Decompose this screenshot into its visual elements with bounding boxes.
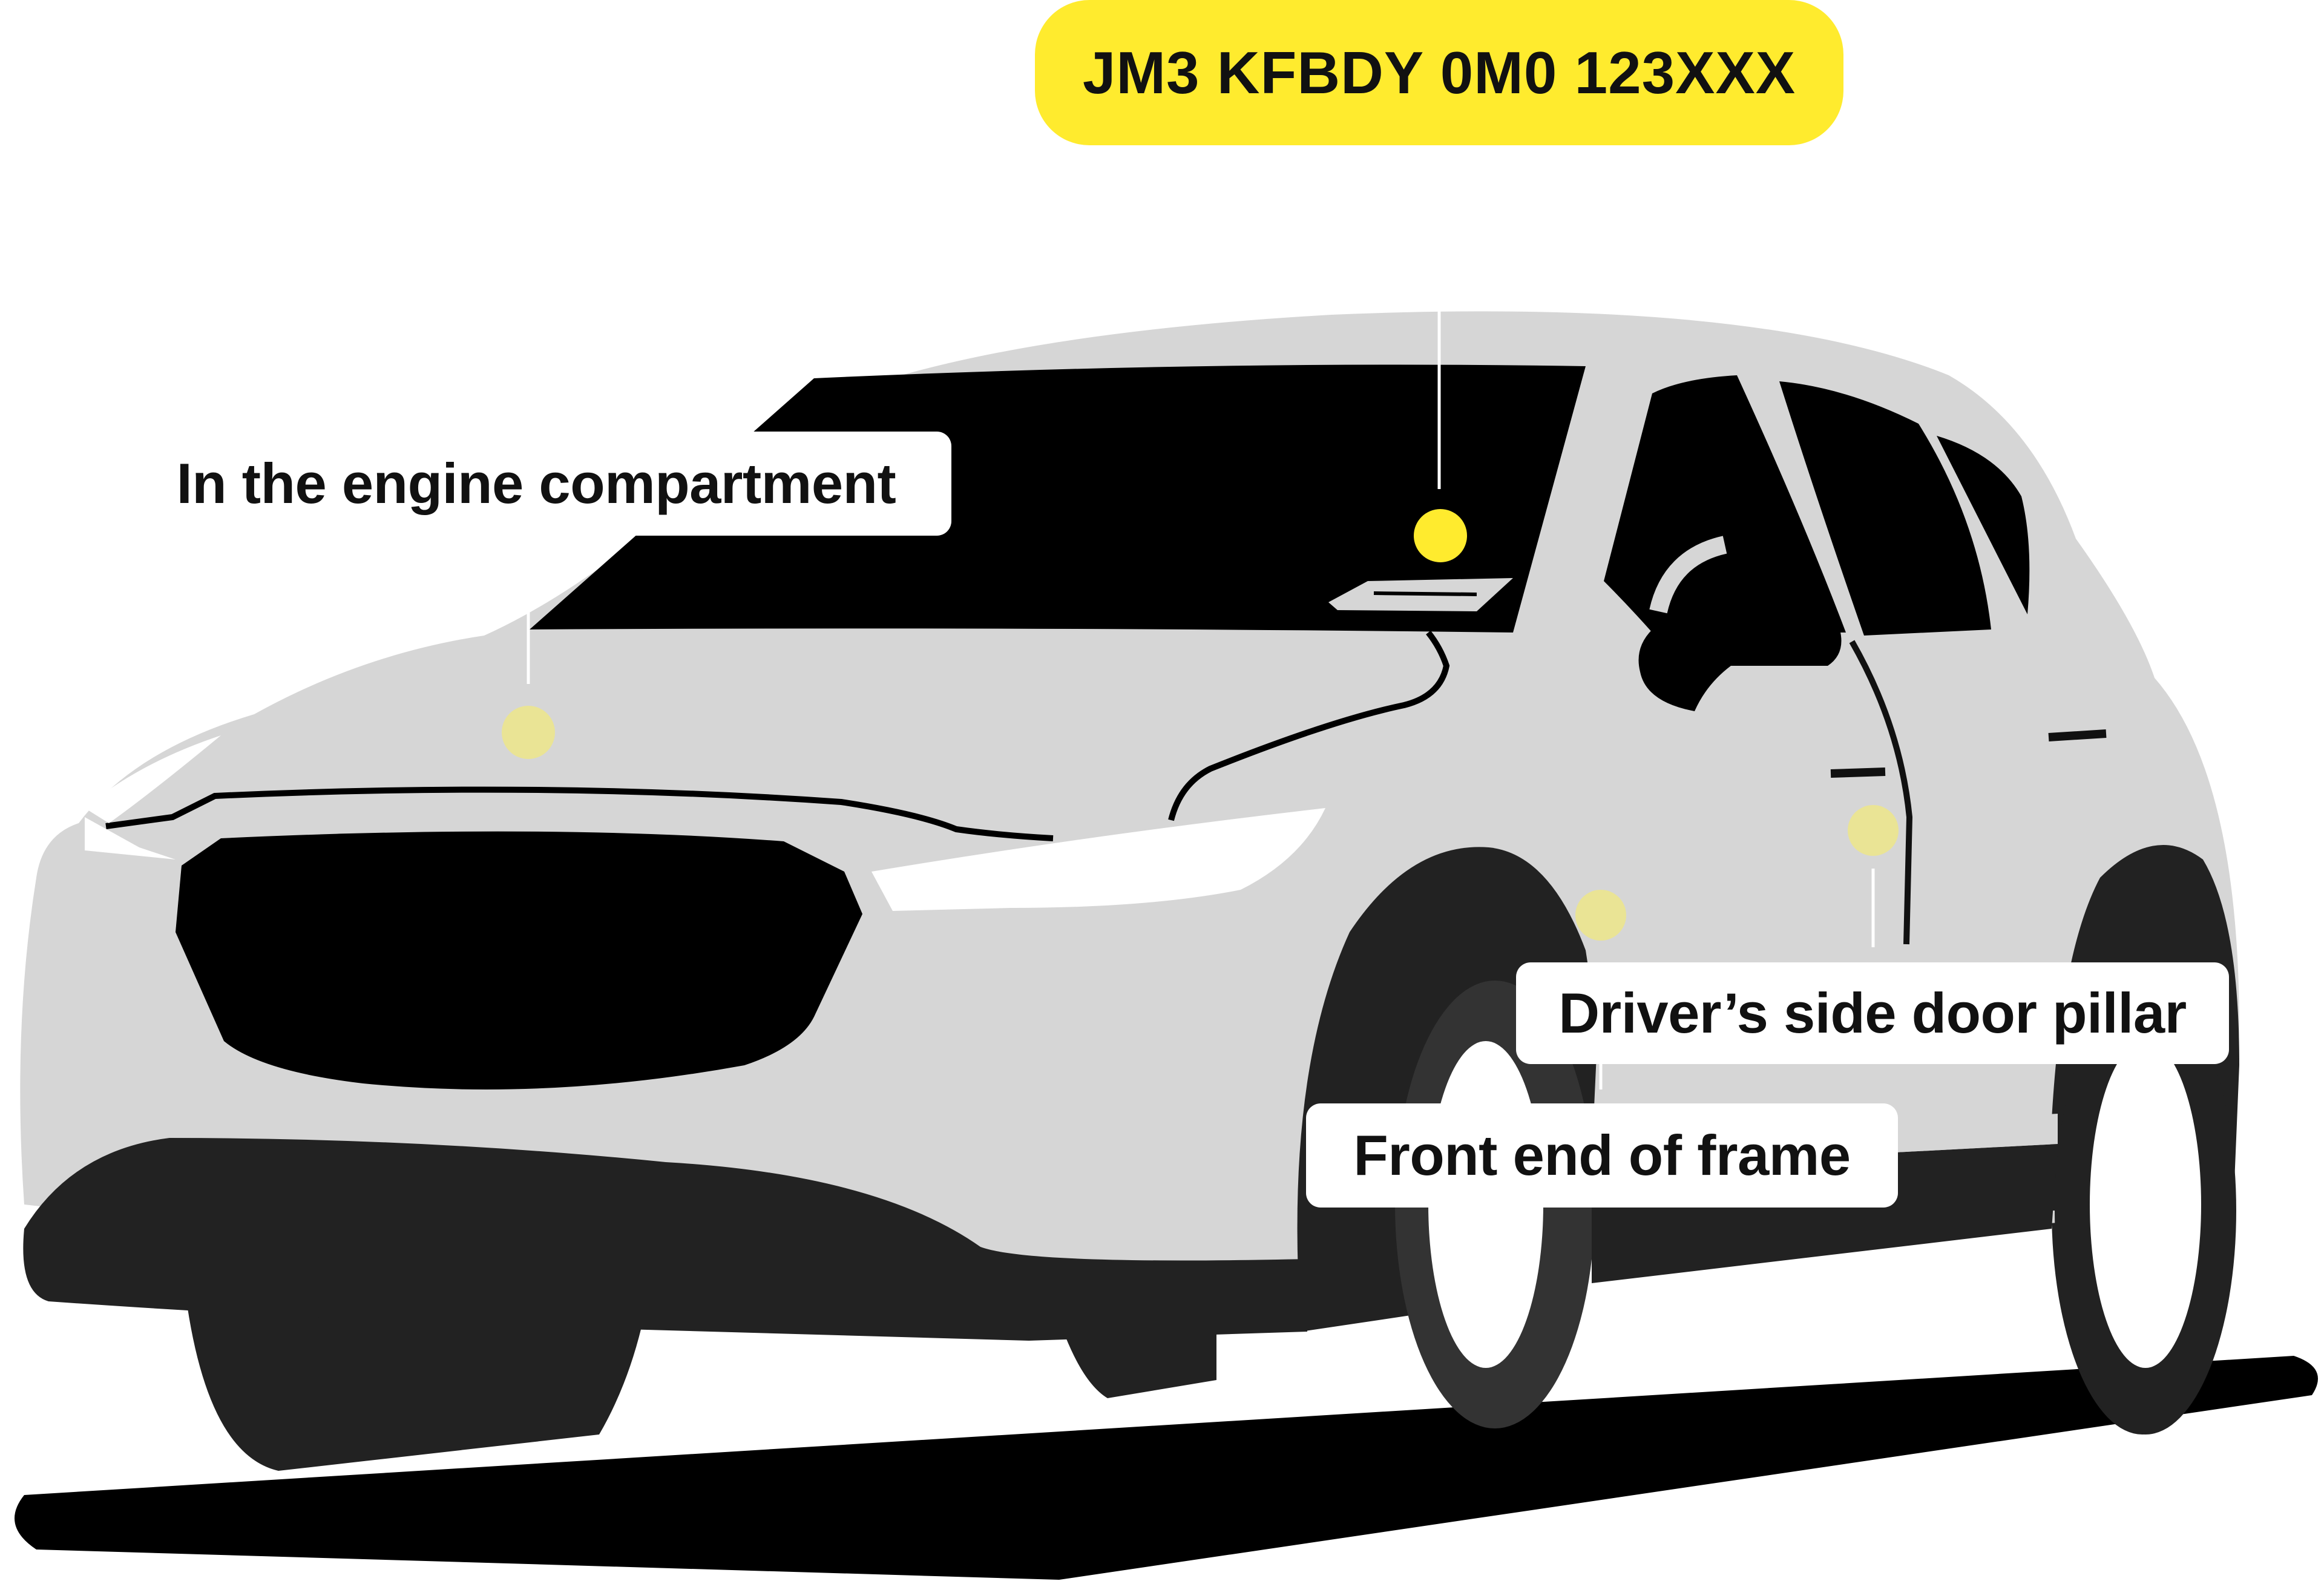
front-door-handle [1831, 772, 1885, 774]
frame-marker [1575, 890, 1626, 941]
pillar-marker [1848, 805, 1899, 856]
front-grille [176, 832, 862, 1089]
vin-windshield-marker [1414, 509, 1467, 562]
vin-number-badge: JM3 KFBDY 0M0 123XXX [1035, 0, 1843, 145]
rear-door-handle [2049, 734, 2106, 737]
engine-compartment-label: In the engine compartment [121, 432, 951, 536]
engine-marker [502, 706, 555, 759]
door-pillar-label: Driver’s side door pillar [1516, 962, 2229, 1064]
front-frame-label: Front end of frame [1306, 1103, 1898, 1208]
